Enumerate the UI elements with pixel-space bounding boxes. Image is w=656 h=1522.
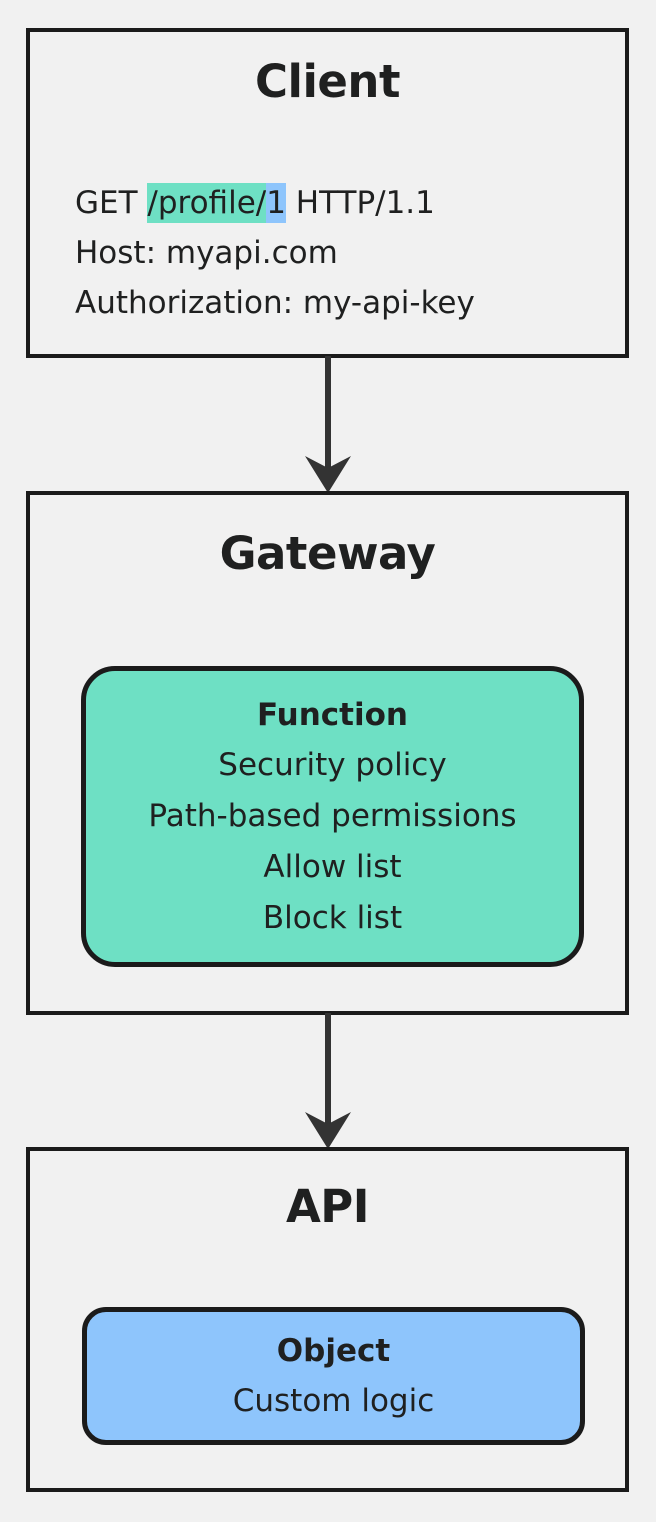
arrow-client-to-gateway <box>296 356 360 493</box>
request-header-host: Host: myapi.com <box>75 235 338 271</box>
panel-function-line-block-list: Block list <box>262 899 403 936</box>
client-request-block: GET /profile/1 HTTP/1.1 Host: myapi.com … <box>75 178 475 328</box>
request-header-authorization: Authorization: my-api-key <box>75 285 475 321</box>
node-client: Client GET /profile/1 HTTP/1.1 Host: mya… <box>26 28 629 358</box>
panel-function-title: Function <box>257 696 408 733</box>
request-id-highlight: 1 <box>266 183 286 223</box>
panel-function-line-security-policy: Security policy <box>218 746 447 783</box>
node-api-title: API <box>285 1180 370 1233</box>
request-line-start-line: GET /profile/1 HTTP/1.1 <box>75 178 475 228</box>
panel-function-line-allow-list: Allow list <box>263 848 402 885</box>
request-method: GET <box>75 185 148 221</box>
node-gateway-title: Gateway <box>219 527 436 580</box>
request-path-highlight: /profile/ <box>147 183 267 223</box>
panel-object-line-custom-logic: Custom logic <box>232 1382 435 1419</box>
panel-object-title: Object <box>276 1332 391 1369</box>
panel-object: Object Custom logic <box>82 1307 585 1445</box>
node-client-title: Client <box>255 55 400 108</box>
arrow-gateway-to-api <box>296 1013 360 1149</box>
panel-function-line-path-based-permissions: Path-based permissions <box>148 797 517 834</box>
request-protocol: HTTP/1.1 <box>285 185 435 221</box>
node-api: API Object Custom logic <box>26 1147 629 1492</box>
node-gateway: Gateway Function Security policy Path-ba… <box>26 491 629 1015</box>
panel-function: Function Security policy Path-based perm… <box>81 666 584 967</box>
